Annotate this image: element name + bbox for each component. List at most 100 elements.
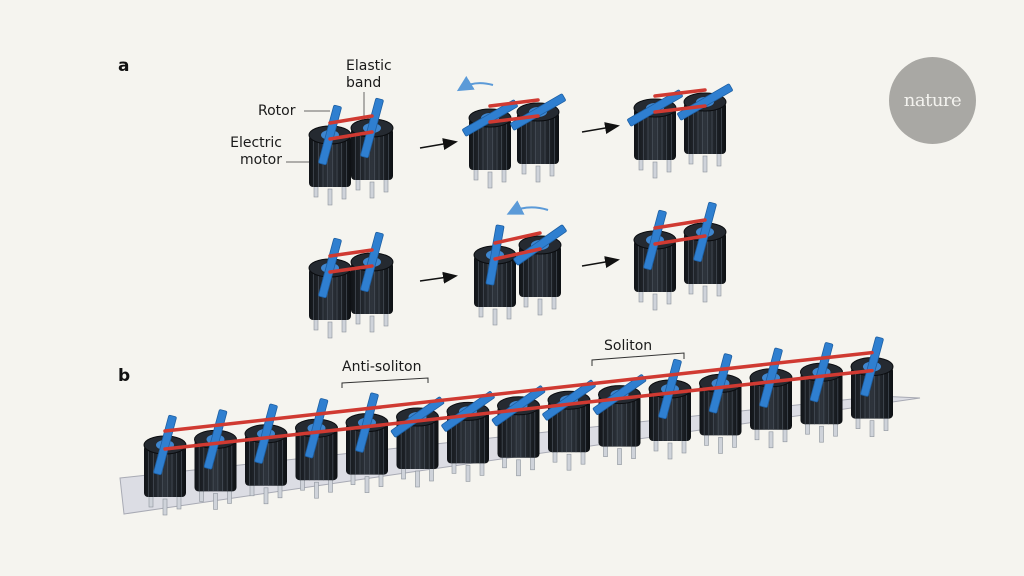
motor	[350, 231, 394, 333]
motor-body	[517, 112, 559, 164]
motor-leg	[702, 285, 708, 303]
motor-body	[245, 433, 287, 486]
motor-leg	[465, 465, 471, 482]
rotor	[318, 104, 342, 166]
motor-leg	[327, 188, 333, 206]
motor-body	[750, 377, 792, 430]
motor-leg	[537, 298, 543, 316]
motor-leg	[652, 161, 658, 179]
motor-leg	[364, 476, 370, 493]
motor-body	[684, 102, 726, 154]
anti-soliton-bracket	[341, 377, 429, 388]
motor-body	[469, 118, 511, 170]
elastic-band	[328, 130, 374, 141]
motor	[143, 414, 187, 516]
motor-leg	[819, 425, 824, 443]
elastic-band	[328, 248, 374, 258]
motor	[308, 104, 352, 206]
motor	[441, 391, 495, 482]
step-arrow	[419, 138, 458, 150]
motor-body	[474, 255, 516, 307]
step-arrow	[581, 256, 620, 268]
motor-leg	[492, 308, 498, 326]
motor-body	[684, 232, 726, 284]
rotor	[510, 93, 566, 131]
motor	[627, 89, 683, 179]
motor	[350, 97, 394, 199]
motor-body	[699, 383, 742, 436]
motor-body	[144, 445, 186, 497]
motor-leg	[667, 442, 673, 460]
label-electric-motor: Electric motor	[230, 135, 282, 168]
panel-label-b: b	[118, 366, 131, 386]
motor-leg	[617, 448, 622, 465]
rotor	[677, 83, 733, 121]
elastic-band	[328, 114, 374, 125]
motor	[308, 237, 352, 339]
motor-body	[309, 135, 351, 187]
motor-leg	[718, 437, 723, 454]
motor-leg	[487, 171, 493, 189]
elastic-band	[653, 88, 707, 98]
motor-leg	[535, 165, 541, 183]
motor	[633, 209, 677, 311]
rotor	[485, 224, 505, 286]
rotation-arrow	[456, 75, 494, 92]
motor-leg	[162, 498, 168, 516]
motor-body	[351, 262, 393, 314]
motor-body	[497, 405, 540, 458]
elastic-band	[493, 247, 542, 261]
logo-text: nature	[903, 90, 962, 111]
motor	[510, 93, 566, 183]
elastic-band	[488, 114, 540, 124]
motor	[677, 83, 733, 173]
rotation-arrow	[506, 200, 549, 215]
motor-leg	[314, 481, 319, 499]
rotor	[643, 209, 667, 271]
motor-leg	[369, 181, 375, 199]
motor	[683, 201, 727, 303]
motor-body	[396, 417, 439, 469]
step-arrow	[419, 271, 458, 284]
motor-body	[346, 422, 388, 475]
motor-leg	[652, 293, 658, 311]
label-anti-soliton: Anti-soliton	[342, 359, 422, 375]
motor	[345, 392, 389, 493]
elastic-band	[163, 350, 874, 433]
motor	[850, 336, 894, 437]
nature-logo: nature	[889, 57, 976, 144]
motor	[542, 379, 596, 471]
motor-body	[851, 366, 893, 419]
motor-leg	[768, 431, 774, 449]
rotor	[860, 336, 884, 397]
motor-leg	[702, 155, 708, 173]
motor-leg	[566, 453, 572, 471]
soliton-bracket	[591, 352, 685, 366]
motor-leg	[327, 321, 333, 339]
motor-leg	[415, 470, 420, 488]
label-rotor: Rotor	[258, 103, 296, 119]
step-arrow	[581, 122, 620, 134]
motor-body	[598, 394, 641, 447]
motor	[491, 385, 546, 477]
motor-body	[519, 245, 561, 297]
motor-leg	[263, 487, 269, 505]
label-elastic-band: Elastic band	[346, 58, 392, 91]
rotor	[360, 97, 384, 159]
motor-body	[447, 411, 489, 464]
motor-body	[194, 439, 237, 492]
elastic-band	[488, 98, 540, 108]
motor-body	[634, 240, 676, 292]
motor-leg	[516, 459, 521, 477]
motor-body	[351, 128, 393, 180]
motor	[390, 396, 445, 488]
elastic-band	[653, 234, 707, 246]
elastic-band	[328, 264, 374, 274]
motor-body	[634, 108, 676, 160]
elastic-band	[653, 218, 707, 230]
rotor	[360, 231, 384, 293]
elastic-band	[493, 231, 542, 245]
rotor	[513, 224, 567, 266]
motor-body	[295, 428, 338, 481]
